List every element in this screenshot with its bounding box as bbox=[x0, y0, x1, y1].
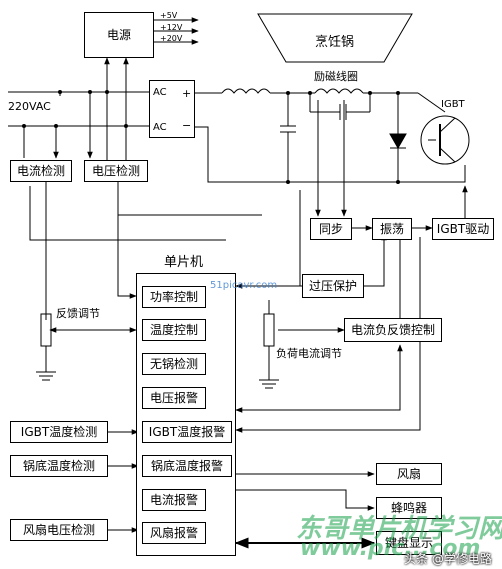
current-sense-box: 电流检测 bbox=[10, 160, 72, 182]
mcu-block-temp-control: 温度控制 bbox=[142, 319, 206, 341]
coil-label: 励磁线圈 bbox=[314, 70, 358, 83]
output-5v: +5V bbox=[160, 11, 178, 20]
keypad-display-box: 键盘显示 bbox=[376, 531, 442, 555]
mcu-block-pan-temp-alarm: 锅底温度报警 bbox=[142, 455, 232, 477]
fan-label: 风扇 bbox=[396, 467, 421, 481]
mcu-block-label: 温度控制 bbox=[149, 323, 198, 337]
mcu-block-voltage-alarm: 电压报警 bbox=[142, 387, 206, 409]
mcu-block-fan-alarm: 风扇报警 bbox=[142, 522, 206, 544]
fan-box: 风扇 bbox=[376, 463, 442, 485]
buzzer-box: 蜂鸣器 bbox=[376, 497, 442, 519]
igbt-temp-sense-label: IGBT温度检测 bbox=[20, 425, 98, 439]
igbt-temp-sense-box: IGBT温度检测 bbox=[10, 421, 108, 443]
power-supply-label: 电源 bbox=[106, 28, 131, 42]
mcu-block-label: 无锅检测 bbox=[149, 357, 198, 371]
mcu-box bbox=[136, 273, 236, 556]
watermark-big: 东哥单片机学习网 bbox=[296, 514, 502, 544]
keypad-display-label: 键盘显示 bbox=[384, 536, 433, 550]
mcu-block-label: 电压报警 bbox=[149, 391, 198, 405]
overvoltage-box: 过压保护 bbox=[302, 274, 364, 298]
watermark-url: www.pic...com bbox=[300, 536, 481, 561]
igbt-driver-box: IGBT驱动 bbox=[432, 218, 494, 240]
current-sense-label: 电流检测 bbox=[16, 164, 65, 178]
mcu-block-label: IGBT温度报警 bbox=[148, 425, 226, 439]
rectifier-plus: + bbox=[182, 87, 192, 100]
mcu-title: 单片机 bbox=[164, 255, 204, 270]
current-feedback-label: 电流负反馈控制 bbox=[350, 323, 435, 337]
igbt-label: IGBT bbox=[441, 99, 465, 110]
voltage-sense-label: 电压检测 bbox=[91, 164, 140, 178]
rectifier-box: AC AC + − bbox=[149, 80, 195, 138]
mcu-block-label: 锅底温度报警 bbox=[150, 459, 223, 473]
sync-label: 同步 bbox=[318, 222, 343, 236]
mcu-block-label: 功率控制 bbox=[149, 290, 198, 304]
feedback-adjust-label: 反馈调节 bbox=[56, 307, 100, 320]
output-20v: +20V bbox=[160, 34, 183, 43]
buzzer-label: 蜂鸣器 bbox=[390, 501, 427, 515]
mains-label: 220VAC bbox=[8, 100, 51, 113]
mcu-block-label: 电流报警 bbox=[149, 493, 198, 507]
rectifier-ac1: AC bbox=[153, 87, 167, 98]
mcu-block-label: 风扇报警 bbox=[149, 526, 198, 540]
fan-voltage-sense-label: 风扇电压检测 bbox=[22, 523, 95, 537]
sync-box: 同步 bbox=[310, 218, 352, 240]
oscillator-box: 振荡 bbox=[372, 218, 412, 240]
fan-voltage-sense-box: 风扇电压检测 bbox=[10, 519, 108, 541]
igbt-driver-label: IGBT驱动 bbox=[436, 222, 490, 236]
mcu-block-power-control: 功率控制 bbox=[142, 286, 206, 308]
watermark-small: 51picavr.com bbox=[210, 280, 278, 291]
power-supply-box: 电源 bbox=[84, 12, 154, 58]
pan-temp-sense-box: 锅底温度检测 bbox=[10, 455, 108, 477]
mcu-block-no-pan: 无锅检测 bbox=[142, 353, 206, 375]
overvoltage-label: 过压保护 bbox=[308, 279, 357, 293]
rectifier-ac2: AC bbox=[153, 122, 167, 133]
voltage-sense-box: 电压检测 bbox=[84, 160, 148, 182]
pan-temp-sense-label: 锅底温度检测 bbox=[22, 459, 95, 473]
cookware-label: 烹饪锅 bbox=[315, 35, 355, 50]
current-feedback-box: 电流负反馈控制 bbox=[344, 318, 442, 342]
load-current-adjust-label: 负荷电流调节 bbox=[276, 347, 342, 360]
oscillator-label: 振荡 bbox=[379, 222, 404, 236]
credit-label: 头条 @学修电路 bbox=[404, 552, 492, 566]
output-12v: +12V bbox=[160, 23, 183, 32]
mcu-block-current-alarm: 电流报警 bbox=[142, 489, 206, 511]
mcu-block-igbt-temp-alarm: IGBT温度报警 bbox=[142, 421, 232, 443]
rectifier-minus: − bbox=[182, 119, 192, 132]
